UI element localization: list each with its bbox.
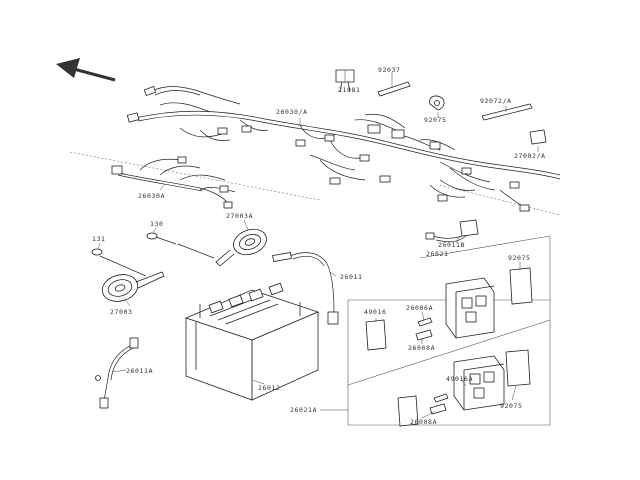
label-26021a: 26021A (290, 406, 317, 414)
label-26030a-sub: 26030A (138, 192, 165, 200)
strap-92072a (481, 103, 533, 121)
label-26011b: 26011B (438, 241, 465, 249)
label-21081: 21081 (338, 86, 361, 94)
pad-26008a-lower (429, 403, 447, 415)
horn-27003a (177, 228, 267, 267)
label-49016a: 49016A (446, 375, 473, 383)
label-27003: 27003 (110, 308, 133, 316)
pad-26008a (415, 329, 433, 341)
label-131: 131 (92, 235, 106, 243)
switch-27002a (529, 129, 547, 145)
clamp-92075 (429, 95, 445, 111)
label-92037: 92037 (378, 66, 401, 74)
battery-26012 (184, 282, 320, 401)
label-27003a: 27003A (226, 212, 253, 220)
sub-harness (111, 156, 236, 209)
label-27002a: 27002/A (514, 152, 546, 160)
label-26021: 26021 (426, 250, 449, 258)
label-92075-lower: 92075 (500, 402, 523, 410)
label-130: 130 (150, 220, 164, 228)
pad-26006a (417, 317, 433, 327)
cable-26011a (95, 337, 139, 409)
relay-26011b (425, 219, 479, 243)
reference-line (69, 151, 321, 201)
label-26011a: 26011A (126, 367, 153, 375)
label-92075-right: 92075 (508, 254, 531, 262)
pad-lower (433, 393, 449, 403)
label-92075: 92075 (424, 116, 447, 124)
front-direction-arrow-icon (56, 58, 116, 82)
cover-92075 (509, 267, 533, 305)
cable-26011 (272, 252, 339, 325)
leader-lines (97, 70, 539, 419)
label-26011: 26011 (340, 273, 363, 281)
label-49016: 49016 (364, 308, 387, 316)
assembly-box-26021a (347, 319, 551, 426)
label-26012: 26012 (258, 384, 281, 392)
main-harness (126, 85, 561, 212)
label-26006a: 26006A (406, 304, 433, 312)
bolt-130 (146, 232, 177, 245)
cover-92075-lower (505, 349, 531, 387)
horn-27003 (99, 255, 165, 302)
bracket-49016 (365, 319, 387, 351)
bolt-131 (91, 248, 103, 256)
label-26008a-lower: 26008A (410, 418, 437, 426)
label-26030a: 26030/A (276, 108, 308, 116)
regulator-26021 (445, 277, 495, 339)
label-92072a: 92072/A (480, 97, 512, 105)
regulator-26021a (453, 355, 505, 411)
label-26008a: 26008A (408, 344, 435, 352)
reference-line (439, 184, 561, 216)
bracket-49016a (397, 395, 419, 427)
strap-92037 (377, 81, 411, 97)
